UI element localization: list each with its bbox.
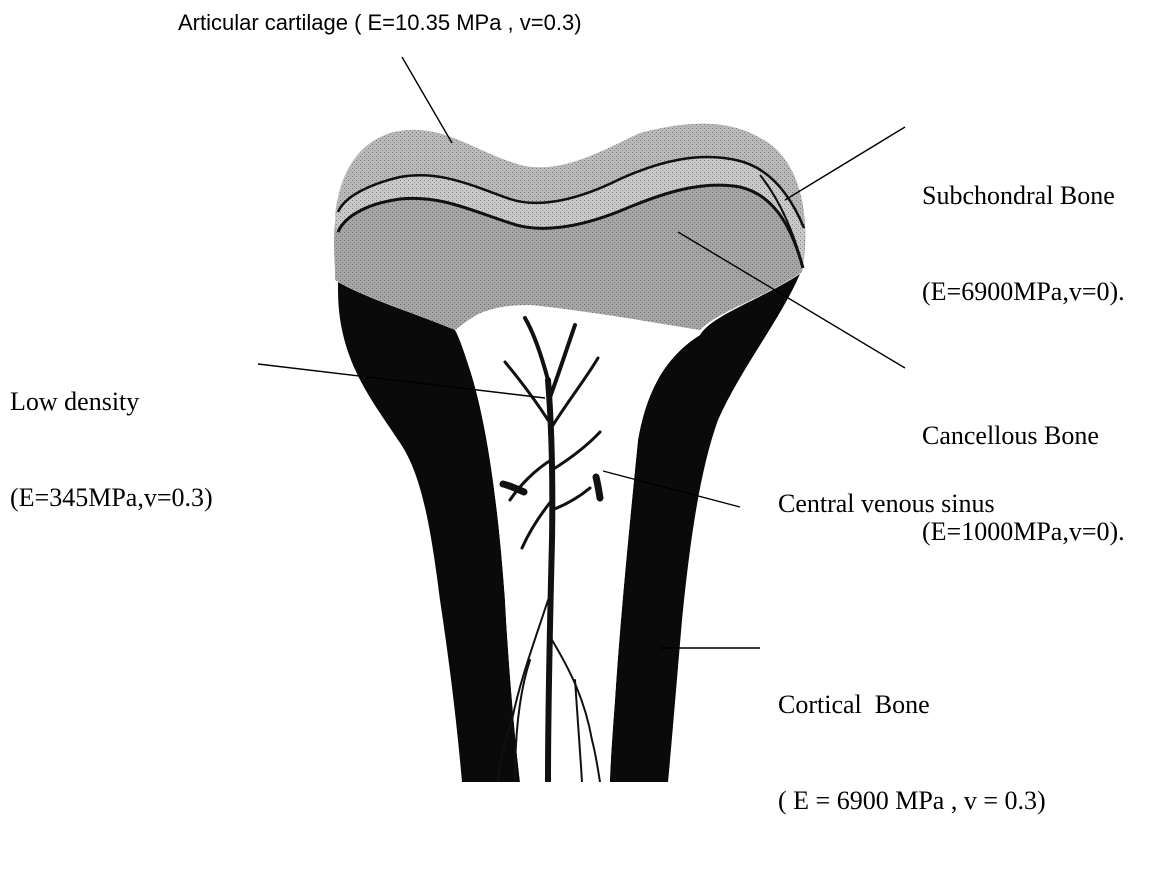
subchondral-bone-props: (E=6900MPa,v=0). bbox=[922, 276, 1125, 308]
cortical-bone-name: Cortical Bone bbox=[778, 689, 1046, 721]
stipple-texture bbox=[330, 120, 810, 340]
low-density-name: Low density bbox=[10, 386, 213, 418]
bone-diagram: Articular cartilage ( E=10.35 MPa , v=0.… bbox=[0, 0, 1175, 782]
low-density-props: (E=345MPa,v=0.3) bbox=[10, 482, 213, 514]
epiphysis-head bbox=[330, 120, 810, 340]
subchondral-bone-name: Subchondral Bone bbox=[922, 180, 1125, 212]
subchondral-bone-label: Subchondral Bone (E=6900MPa,v=0). bbox=[922, 117, 1125, 371]
central-venous-sinus-label: Central venous sinus bbox=[778, 488, 995, 520]
cancellous-bone-props: (E=1000MPa,v=0). bbox=[922, 516, 1125, 548]
cortical-bone-props: ( E = 6900 MPa , v = 0.3) bbox=[778, 785, 1046, 817]
leader-line-subchondral bbox=[785, 127, 905, 200]
articular-cartilage-label: Articular cartilage ( E=10.35 MPa , v=0.… bbox=[178, 10, 582, 37]
cortical-bone-label: Cortical Bone ( E = 6900 MPa , v = 0.3) bbox=[778, 626, 1046, 880]
cancellous-bone-name: Cancellous Bone bbox=[922, 420, 1125, 452]
cancellous-bone-label: Cancellous Bone (E=1000MPa,v=0). bbox=[922, 357, 1125, 611]
low-density-label: Low density (E=345MPa,v=0.3) bbox=[10, 323, 213, 577]
